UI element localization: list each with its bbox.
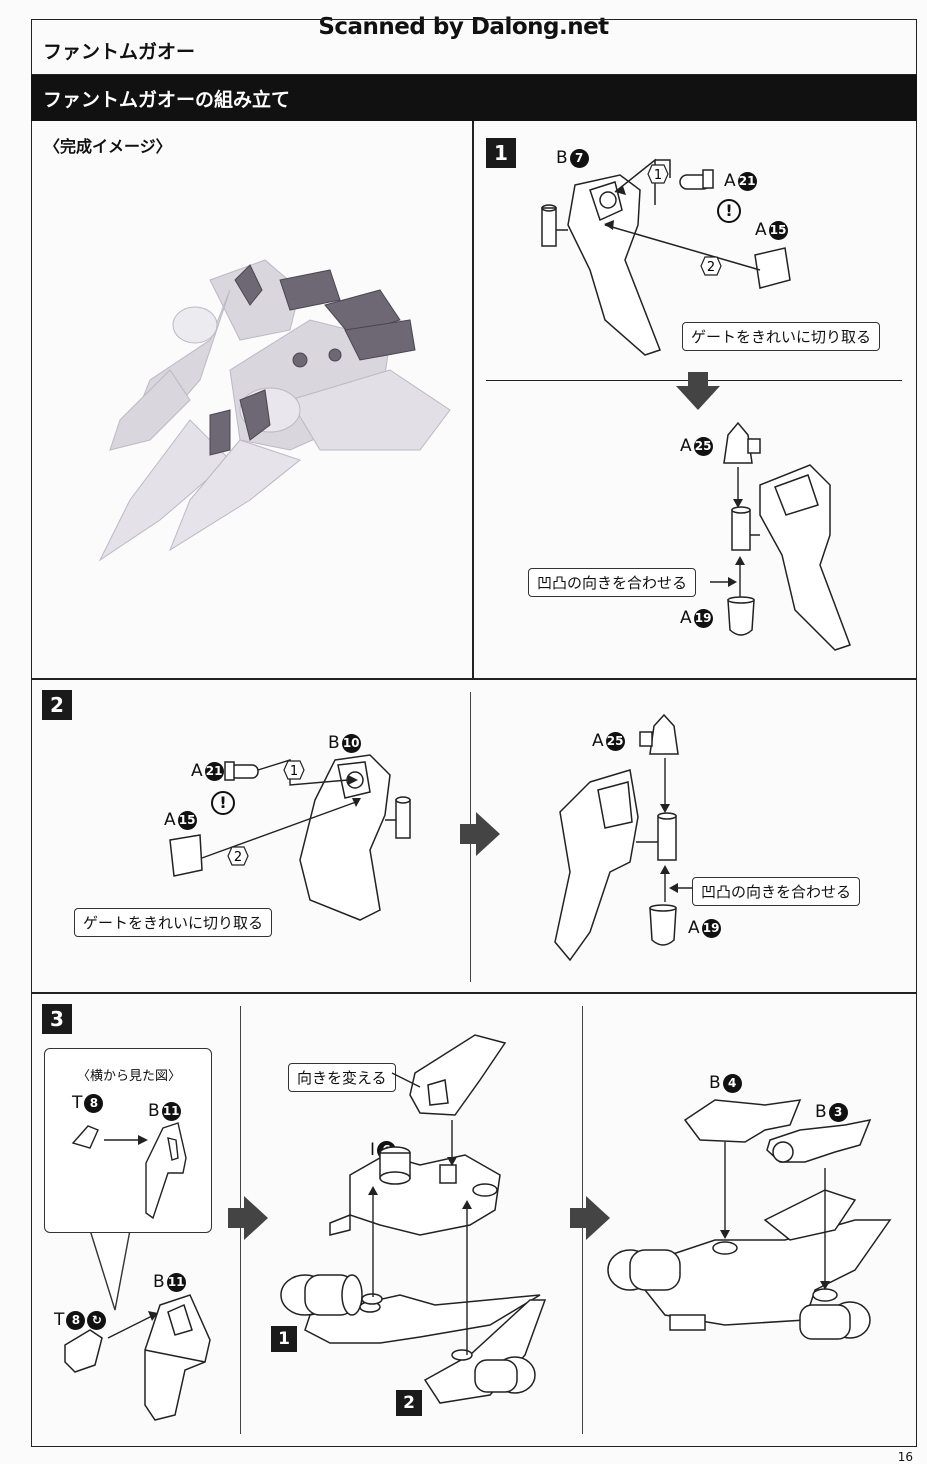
part-a25-label: A 25	[592, 731, 625, 751]
part-b4-label: B 4	[709, 1073, 742, 1093]
part-letter: B	[709, 1073, 721, 1093]
part-letter: A	[164, 810, 176, 830]
align-note: 凹凸の向きを合わせる	[528, 568, 697, 597]
watermark: Scanned by Dalong.net	[318, 14, 609, 40]
part-b10-label: B 10	[328, 733, 361, 753]
section-bar: ファントムガオーの組み立て	[31, 75, 917, 121]
step-3a-diagram	[64, 1294, 211, 1421]
gate-note: ゲートをきれいに切り取る	[682, 322, 881, 351]
page-title: ファントムガオー	[43, 41, 196, 63]
part-number-badge: 15	[768, 220, 788, 240]
part-a25-label: A 25	[680, 436, 713, 456]
sub-step-1-number: 1	[271, 1326, 297, 1352]
part-a15-label: A 15	[755, 220, 788, 240]
completed-model-illustration	[98, 259, 451, 562]
step-2-number: 2	[42, 690, 72, 720]
part-b11-side-label: B 11	[148, 1101, 181, 1121]
part-number-badge: 25	[605, 731, 625, 751]
part-b3-label: B 3	[815, 1102, 848, 1122]
part-letter: A	[755, 220, 767, 240]
step-3c-diagram	[607, 1099, 892, 1340]
part-a19-label: A 19	[688, 918, 721, 938]
part-a19-label: A 19	[680, 608, 713, 628]
divider-row2	[31, 992, 917, 994]
part-number-badge: 19	[701, 918, 721, 938]
divider-top	[472, 121, 474, 678]
part-letter: A	[592, 731, 604, 751]
image-caption: 〈完成イメージ〉	[44, 137, 172, 156]
part-letter: B	[815, 1102, 827, 1122]
part-letter: A	[680, 608, 692, 628]
part-a21-label: A 21	[191, 761, 224, 781]
part-number-badge: 19	[693, 608, 713, 628]
part-b11-label: B 11	[153, 1272, 186, 1292]
order-number: 2	[707, 260, 715, 275]
step-1-order-1-icon: 1	[647, 164, 669, 184]
next-arrow-icon	[460, 812, 500, 856]
part-letter: A	[688, 918, 700, 938]
part-letter: I	[370, 1140, 376, 1160]
part-letter: B	[148, 1101, 160, 1121]
part-letter: T	[72, 1093, 83, 1113]
order-number: 2	[234, 850, 242, 865]
divider-row1	[31, 678, 917, 680]
step-2-right-diagram	[554, 713, 692, 962]
step-2-order-1-icon: 1	[283, 760, 305, 780]
step-3b-diagram	[280, 1034, 547, 1404]
part-b7-label: B 7	[556, 148, 589, 168]
part-a21-label: A 21	[724, 171, 757, 191]
part-number-badge: 8	[84, 1093, 104, 1113]
part-number-badge: 3	[828, 1102, 848, 1122]
part-letter: B	[556, 148, 568, 168]
part-number-badge: 10	[341, 733, 361, 753]
page-number: 16	[897, 1450, 913, 1464]
next-arrow-icon	[228, 1196, 268, 1240]
part-number-badge: 15	[177, 810, 197, 830]
part-number-badge: 4	[722, 1073, 742, 1093]
part-number-badge: 11	[166, 1272, 186, 1292]
part-number-badge: 8	[66, 1310, 86, 1330]
order-number: 1	[290, 764, 298, 779]
step-2-order-2-icon: 2	[227, 846, 249, 866]
part-number-badge: 21	[204, 761, 224, 781]
turn-note: 向きを変える	[288, 1063, 396, 1092]
part-letter: A	[724, 171, 736, 191]
step-1-number: 1	[486, 138, 516, 168]
part-letter: B	[328, 733, 340, 753]
part-letter: B	[153, 1272, 165, 1292]
part-t8-label: T 8 ↻	[54, 1310, 107, 1330]
step-2-left-diagram	[169, 754, 411, 921]
warning-icon: !	[211, 791, 235, 815]
next-arrow-icon	[570, 1196, 610, 1240]
page-frame	[31, 19, 917, 1447]
side-view-diagram	[71, 1122, 187, 1220]
section-title: ファントムガオーの組み立て	[43, 89, 291, 111]
step-1-upper-diagram	[541, 158, 791, 356]
side-view-caption: 〈横から見た図〉	[76, 1069, 181, 1084]
align-note: 凹凸の向きを合わせる	[692, 877, 861, 906]
step-1-order-2-icon: 2	[700, 256, 722, 276]
step-1-lower-diagram	[710, 421, 851, 651]
part-letter: A	[680, 436, 692, 456]
step-3-number: 3	[42, 1004, 72, 1034]
part-number-badge: 21	[737, 171, 757, 191]
part-letter: T	[54, 1310, 65, 1330]
part-number-badge: 11	[161, 1101, 181, 1121]
part-number-badge: 7	[569, 148, 589, 168]
warning-icon: !	[717, 199, 741, 223]
part-t8-side-label: T 8	[72, 1093, 104, 1113]
part-a15-label: A 15	[164, 810, 197, 830]
sub-step-2-number: 2	[396, 1390, 422, 1416]
down-arrow-icon	[676, 372, 720, 410]
part-letter: A	[191, 761, 203, 781]
gate-note: ゲートをきれいに切り取る	[74, 908, 273, 937]
order-number: 1	[654, 168, 662, 183]
part-number-badge: 25	[693, 436, 713, 456]
rotate-icon: ↻	[87, 1310, 107, 1330]
title-row: ファントムガオー	[31, 19, 917, 75]
